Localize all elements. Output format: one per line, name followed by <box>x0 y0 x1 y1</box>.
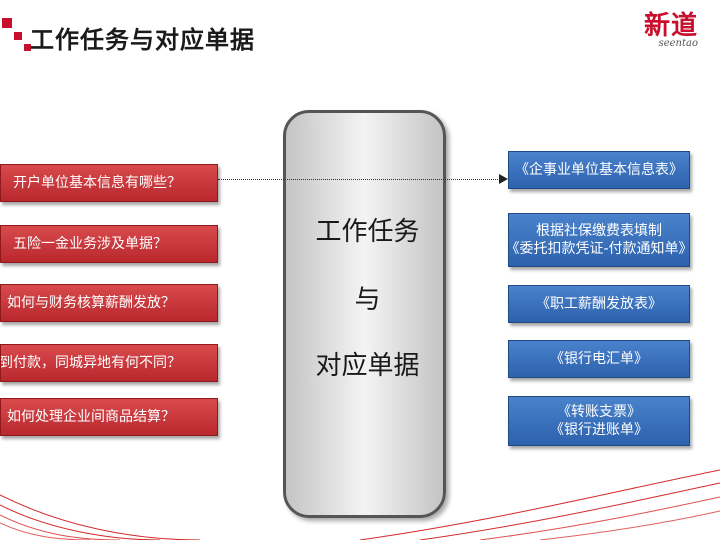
task-box: 开户单位基本信息有哪些？ <box>0 164 218 202</box>
task-box: 如何处理企业间商品结算？ <box>0 398 218 436</box>
document-label: 《企事业单位基本信息表》 <box>515 162 683 178</box>
center-panel: 工作任务 与 对应单据 <box>283 110 446 518</box>
document-label: 《银行电汇单》 <box>550 351 648 367</box>
document-box: 根据社保缴费表填制 《委托扣款凭证-付款通知单》 <box>505 213 693 267</box>
brand-logo: 新道 seentao <box>644 12 698 49</box>
logo-mark: 新道 <box>643 11 698 41</box>
task-label: 五险一金业务涉及单据？ <box>13 236 167 252</box>
decorative-wave-lines <box>0 469 720 540</box>
center-line-docs: 对应单据 <box>315 351 420 381</box>
document-label: 《委托扣款凭证-付款通知单》 <box>505 241 693 257</box>
task-box: 如何与财务核算薪酬发放？ <box>0 284 218 322</box>
logo-wordmark: seentao <box>658 38 698 49</box>
document-label: 根据社保缴费表填制 <box>536 223 662 239</box>
document-box: 《企事业单位基本信息表》 <box>508 151 690 189</box>
center-line-task: 工作任务 <box>315 217 420 247</box>
center-line-and: 与 <box>354 285 381 315</box>
title-accent-square <box>24 44 31 51</box>
task-label: 货到付款，同城异地有何不同？ <box>0 355 181 371</box>
page-title: 工作任务与对应单据 <box>30 26 255 54</box>
task-label: 开户单位基本信息有哪些？ <box>13 175 181 191</box>
document-box: 《转账支票》 《银行进账单》 <box>508 396 690 446</box>
document-label: 《转账支票》 <box>557 404 641 420</box>
connector-line <box>218 179 500 180</box>
title-accent-square <box>2 18 12 28</box>
arrow-head-icon <box>499 174 508 184</box>
document-box: 《银行电汇单》 <box>508 340 690 378</box>
document-box: 《职工薪酬发放表》 <box>508 285 690 323</box>
task-label: 如何处理企业间商品结算？ <box>7 409 175 425</box>
document-label: 《职工薪酬发放表》 <box>536 296 662 312</box>
task-box: 货到付款，同城异地有何不同？ <box>0 344 218 382</box>
task-label: 如何与财务核算薪酬发放？ <box>7 295 175 311</box>
title-accent-square <box>14 32 22 40</box>
task-box: 五险一金业务涉及单据？ <box>0 225 218 263</box>
document-label: 《银行进账单》 <box>550 422 648 438</box>
